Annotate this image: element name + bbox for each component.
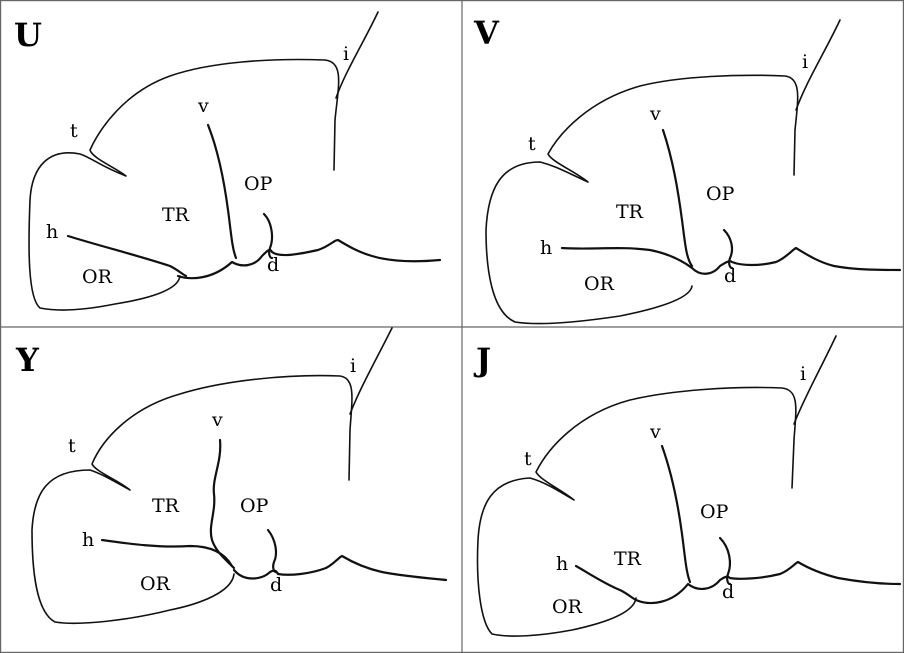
panel-j: J t v i TR OP h OR d (473, 336, 900, 636)
panel-letter: V (473, 14, 500, 52)
label-OR: OR (584, 273, 615, 295)
panel-letter: Y (15, 341, 40, 379)
label-i: i (802, 51, 808, 73)
label-v: v (649, 421, 661, 443)
sulcus-v (663, 130, 692, 266)
label-d: d (722, 581, 734, 603)
label-v: v (211, 409, 223, 431)
label-t: t (528, 133, 536, 155)
label-OR: OR (82, 266, 113, 288)
sulcus-h (562, 248, 692, 268)
label-i: i (343, 43, 349, 65)
label-OP: OP (244, 173, 273, 195)
label-i: i (800, 363, 806, 385)
label-TR: TR (162, 204, 190, 226)
label-v: v (649, 103, 661, 125)
panel-letter: U (14, 16, 42, 54)
label-t: t (68, 435, 76, 457)
label-TR: TR (152, 495, 180, 517)
sulcus-v (211, 440, 234, 568)
sulcus-v (208, 125, 236, 258)
label-h: h (556, 553, 568, 575)
label-OP: OP (240, 495, 269, 517)
label-TR: TR (616, 201, 644, 223)
sulcus-d (268, 530, 276, 572)
panel-letter: J (473, 341, 491, 379)
sulcus-v (662, 446, 690, 582)
brain-outline (29, 60, 339, 311)
label-d: d (267, 254, 279, 276)
panel-u: U t v i TR OP h OR d (14, 12, 440, 310)
label-h: h (540, 237, 552, 259)
panel-y: Y t v i TR OP h OR d (15, 328, 446, 623)
label-OR: OR (140, 573, 171, 595)
label-OP: OP (700, 501, 729, 523)
label-d: d (270, 574, 282, 596)
label-t: t (524, 448, 532, 470)
inferior-border (636, 562, 900, 603)
label-h: h (82, 529, 94, 551)
inferior-border (178, 240, 440, 278)
label-h: h (46, 221, 58, 243)
label-t: t (70, 120, 78, 142)
label-OR: OR (552, 596, 583, 618)
brain-outline (486, 75, 798, 323)
label-v: v (197, 95, 209, 117)
brain-outline (32, 376, 352, 624)
label-TR: TR (614, 548, 642, 570)
inferior-border (234, 556, 446, 580)
label-i: i (350, 355, 356, 377)
panel-v: V t v i TR OP h OR d (473, 14, 900, 324)
label-OP: OP (706, 183, 735, 205)
insular-line (350, 328, 392, 414)
sulcus-h (576, 566, 636, 600)
brain-outline (478, 388, 796, 637)
label-d: d (724, 265, 736, 287)
